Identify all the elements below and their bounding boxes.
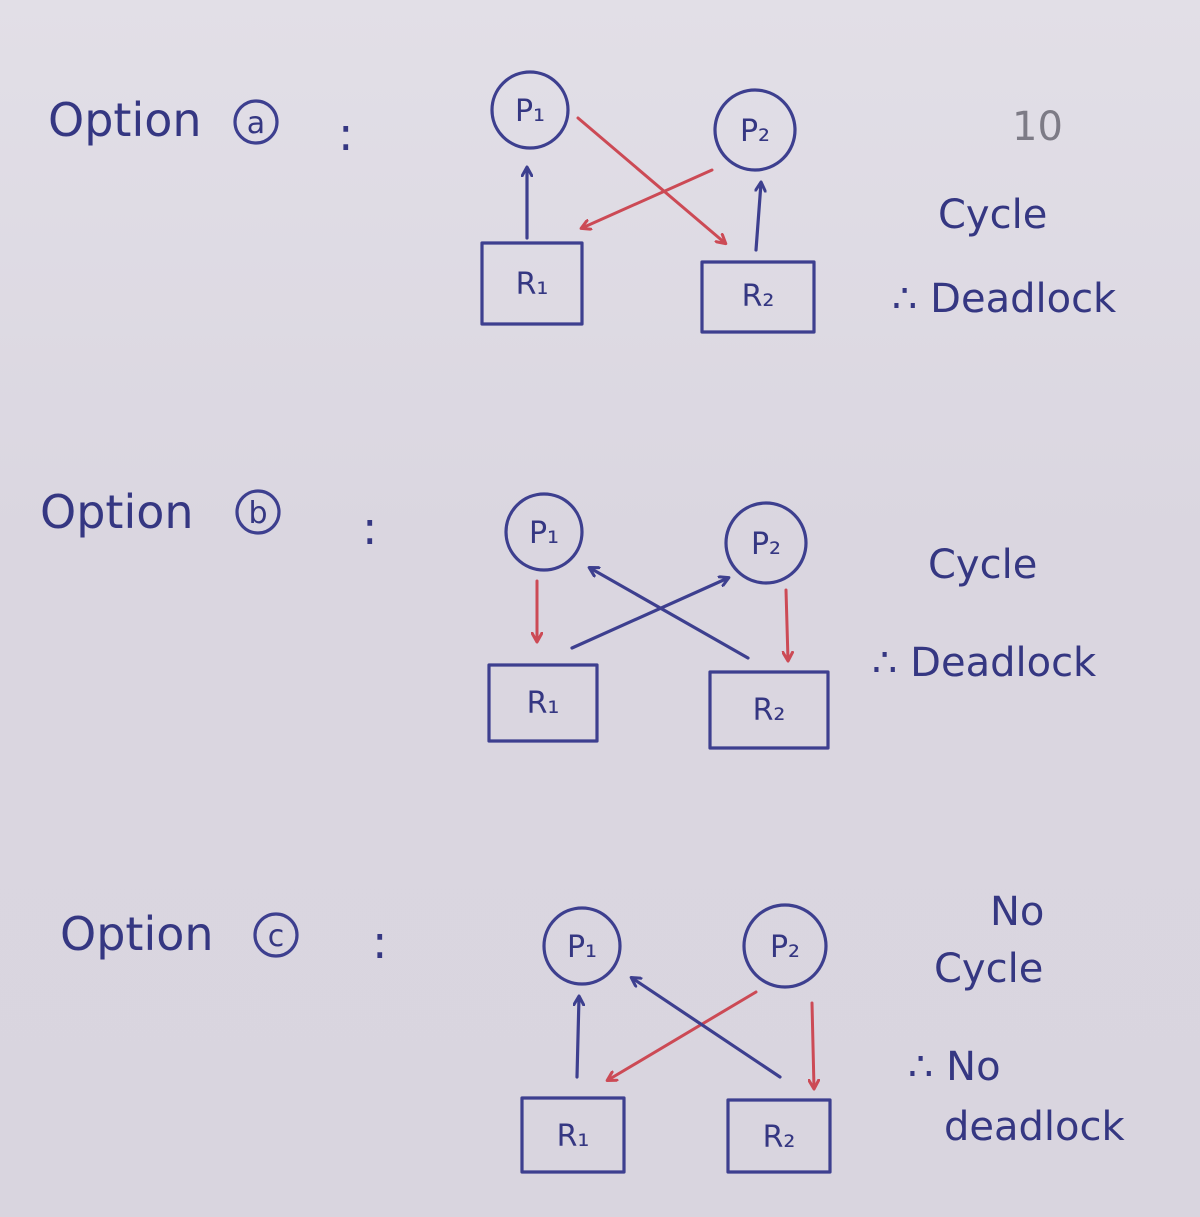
option-a-process-p2 [713, 88, 797, 172]
option-b-r1-label: R₁ [527, 686, 560, 721]
option-a-p1-label: P₁ [515, 94, 545, 129]
option-b-edge-r1-p2 [570, 578, 728, 650]
option-a-marker: a [247, 106, 265, 141]
option-a-resource-r1 [480, 241, 584, 326]
option-c-marker: c [268, 919, 285, 954]
option-b-process-p1 [504, 492, 584, 572]
option-b-edge-r2-p1 [590, 568, 750, 660]
option-c-conclusion-1: No [990, 889, 1044, 935]
option-b-edge-p2-r2 [786, 588, 788, 660]
option-c-r2-label: R₂ [763, 1120, 796, 1155]
option-a-edge-r2-p2 [756, 183, 761, 252]
option-c-label: Option [60, 907, 214, 961]
option-b-resource-r2 [708, 670, 830, 750]
option-b-marker-circle [235, 489, 281, 535]
option-b-p2-label: P₂ [751, 527, 781, 562]
option-c-colon: : [372, 915, 388, 969]
option-a-edge-p1-r2 [576, 116, 725, 243]
option-c-edge-p2-r2 [812, 1001, 814, 1088]
option-c-marker-circle [253, 912, 299, 958]
option-c: Option c : P₁ P₂ R₁ R₂ No Cycle ∴ No dea… [60, 889, 1125, 1174]
option-a-conclusion-2: ∴ Deadlock [892, 276, 1117, 322]
option-a-r2-label: R₂ [742, 279, 775, 314]
option-a-label: Option [48, 93, 202, 147]
option-b-process-p2 [724, 501, 808, 585]
option-a-process-p1 [490, 70, 570, 150]
option-a-marker-circle [233, 99, 279, 145]
option-c-conclusion-4: deadlock [944, 1104, 1125, 1150]
option-a-colon: : [338, 107, 354, 161]
option-c-process-p2 [742, 903, 828, 989]
option-c-conclusion-2: Cycle [934, 946, 1043, 992]
option-b-marker: b [248, 496, 267, 531]
page-number: 10 [1012, 104, 1063, 150]
option-a: Option a : P₁ P₂ R₁ R₂ Cycle ∴ Deadlock [48, 70, 1117, 334]
option-c-edge-p2-r1 [608, 990, 758, 1080]
option-b-colon: : [362, 501, 378, 555]
option-c-resource-r1 [520, 1096, 626, 1174]
option-b: Option b : P₁ P₂ R₁ R₂ Cycle ∴ Deadlock [40, 485, 1097, 750]
option-a-resource-r2 [700, 260, 816, 334]
option-a-r1-label: R₁ [516, 267, 549, 302]
option-b-conclusion-2: ∴ Deadlock [872, 640, 1097, 686]
option-a-p2-label: P₂ [740, 114, 770, 149]
option-b-resource-r1 [487, 663, 599, 743]
option-c-process-p1 [542, 906, 622, 986]
option-b-conclusion-1: Cycle [928, 542, 1037, 588]
option-b-label: Option [40, 485, 194, 539]
option-c-p2-label: P₂ [770, 930, 800, 965]
option-b-r2-label: R₂ [753, 693, 786, 728]
option-a-conclusion-1: Cycle [938, 192, 1047, 238]
option-c-resource-r2 [726, 1098, 832, 1174]
option-c-edge-r2-p1 [632, 978, 782, 1079]
option-c-conclusion-3: ∴ No [908, 1044, 1001, 1090]
option-c-edge-r1-p1 [577, 997, 579, 1079]
option-c-p1-label: P₁ [567, 930, 597, 965]
option-b-p1-label: P₁ [529, 516, 559, 551]
option-c-r1-label: R₁ [557, 1119, 590, 1154]
option-a-edge-p2-r1 [582, 168, 714, 228]
